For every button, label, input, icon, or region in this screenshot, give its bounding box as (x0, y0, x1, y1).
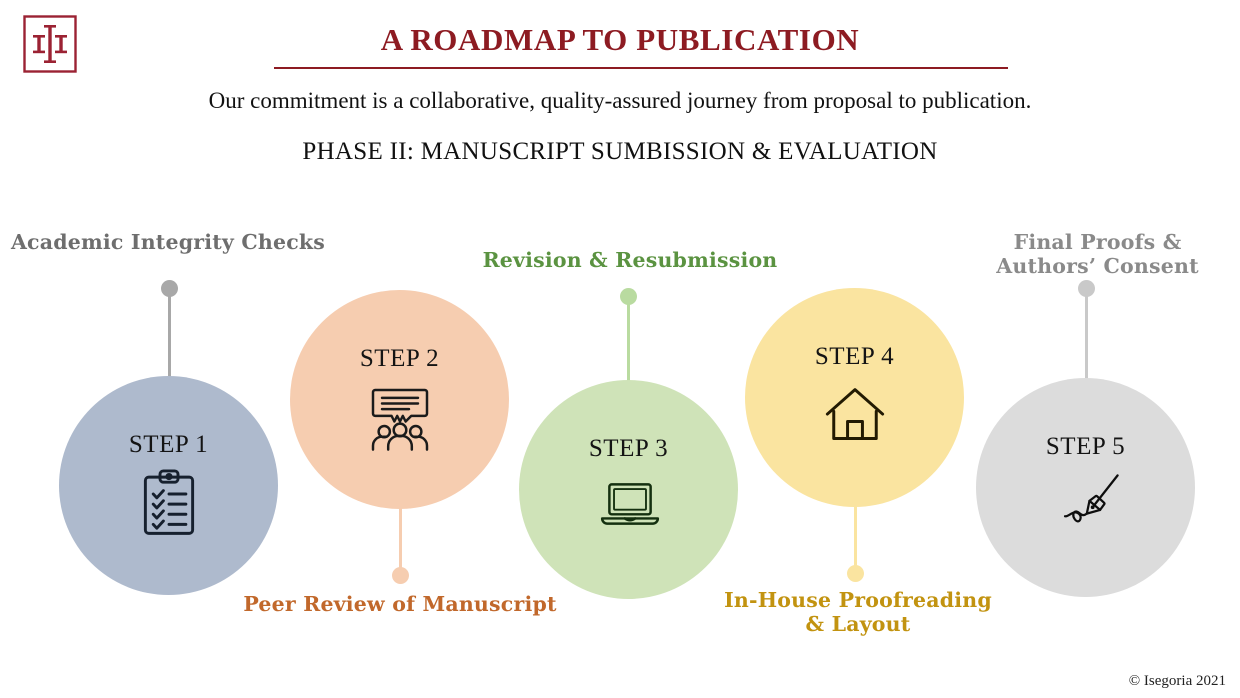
brand-logo (22, 14, 78, 74)
step-4-label: STEP 4 (814, 343, 895, 370)
step-4-circle[interactable]: STEP 4 (745, 288, 964, 507)
step-3-connector-dot (620, 288, 637, 305)
copyright-notice: © Isegoria 2021 (1128, 673, 1226, 689)
step-4[interactable]: STEP 4 In-House Proofreading & Layout (724, 200, 992, 660)
step-2-connector (392, 506, 409, 584)
step-1-connector-dot (161, 280, 178, 297)
step-5-caption: Final Proofs & Authors’ Consent (996, 230, 1199, 279)
step-4-connector (847, 504, 864, 582)
house-icon (818, 379, 892, 451)
step-2-circle[interactable]: STEP 2 (290, 290, 509, 509)
step-3[interactable]: Revision & Resubmission STEP 3 (483, 200, 777, 660)
step-5-connector-dot (1078, 280, 1095, 297)
laptop-icon (592, 471, 666, 543)
page-title: A ROADMAP TO PUBLICATION (380, 22, 860, 57)
step-1-caption: Academic Integrity Checks (10, 230, 326, 254)
step-1-label: STEP 1 (128, 431, 209, 458)
step-3-circle[interactable]: STEP 3 (519, 380, 738, 599)
page-subtitle: Our commitment is a collaborative, quali… (208, 88, 1032, 113)
signature-pen-icon (1049, 469, 1123, 541)
roadmap-steps: Academic Integrity Checks STEP 1 (0, 200, 1240, 660)
step-5-connector (1078, 280, 1095, 380)
step-3-caption: Revision & Resubmission (482, 248, 778, 272)
step-2-label: STEP 2 (359, 345, 440, 372)
step-2-connector-dot (392, 567, 409, 584)
step-5-circle[interactable]: STEP 5 (976, 378, 1195, 597)
step-5[interactable]: Final Proofs & Authors’ Consent STEP 5 (955, 200, 1215, 660)
step-2[interactable]: STEP 2 Peer Review of Manuscript (243, 200, 556, 660)
step-1-circle[interactable]: STEP 1 (59, 376, 278, 595)
step-4-connector-dot (847, 565, 864, 582)
title-underline (274, 67, 1008, 69)
step-1-connector (161, 280, 178, 378)
step-1[interactable]: Academic Integrity Checks STEP 1 (11, 200, 325, 660)
clipboard-checklist-icon (132, 467, 206, 539)
phase-heading: PHASE II: MANUSCRIPT SUMBISSION & EVALUA… (302, 138, 938, 165)
step-3-label: STEP 3 (588, 435, 669, 462)
step-3-connector (620, 288, 637, 382)
step-5-label: STEP 5 (1045, 433, 1126, 460)
step-2-caption: Peer Review of Manuscript (243, 592, 557, 616)
discussion-group-icon (363, 381, 437, 453)
step-4-caption: In-House Proofreading & Layout (724, 588, 992, 637)
